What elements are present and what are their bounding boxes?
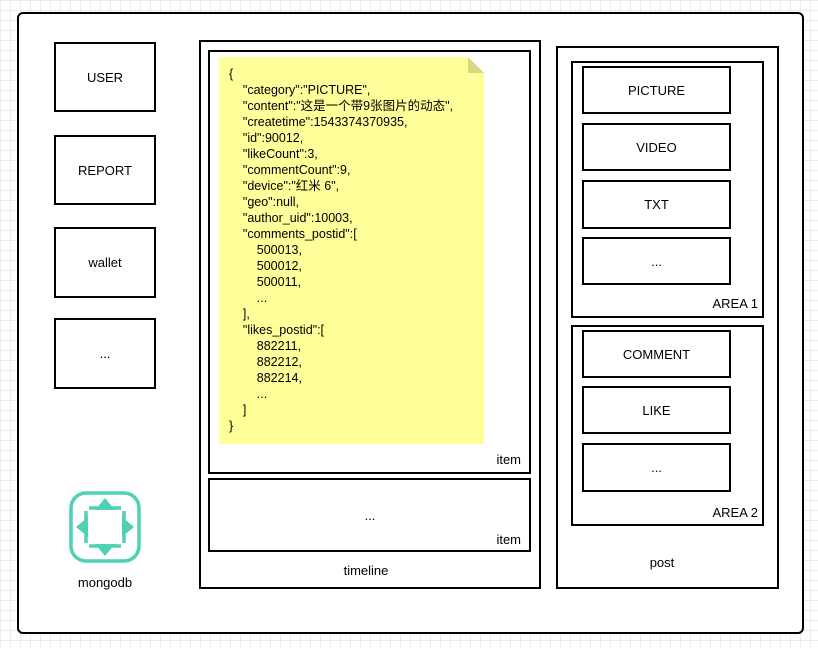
json-line: 882212,	[229, 355, 302, 369]
json-line: 882211,	[229, 339, 302, 353]
json-line: {	[229, 67, 234, 81]
area-1-item-more-label: ...	[651, 253, 662, 269]
json-line: ]	[229, 403, 247, 417]
json-line: "likeCount":3,	[229, 147, 318, 161]
json-line: 500011,	[229, 275, 302, 289]
json-line: ],	[229, 307, 250, 321]
area-2-item-more-label: ...	[651, 460, 662, 475]
area-2-item-more[interactable]: ...	[582, 443, 731, 492]
json-line: "content":"这是一个带9张图片的动态",	[229, 99, 454, 113]
timeline-label: timeline	[343, 563, 389, 578]
area-1-item-video-label: VIDEO	[636, 139, 677, 155]
json-line: "id":90012,	[229, 131, 304, 145]
json-line: "author_uid":10003,	[229, 211, 353, 225]
area-1-item-picture[interactable]: PICTURE	[582, 66, 731, 114]
wallet-box-label: wallet	[88, 255, 122, 270]
area-1-item-txt[interactable]: TXT	[582, 180, 731, 229]
json-line: }	[229, 419, 234, 433]
timeline-item-1-label: item	[496, 452, 521, 467]
json-line: "commentCount":9,	[229, 163, 351, 177]
json-line: ...	[229, 387, 268, 401]
area-1-item-more[interactable]: ...	[582, 237, 731, 285]
json-line: "createtime":1543374370935,	[229, 115, 408, 129]
timeline-item-2-content: ...	[364, 508, 376, 523]
area-2-label: AREA 2	[712, 505, 758, 520]
area-1-item-txt-label: TXT	[644, 197, 669, 212]
report-box-label: REPORT	[78, 162, 132, 178]
json-line: "geo":null,	[229, 195, 300, 209]
json-line: "category":"PICTURE",	[229, 83, 371, 97]
json-line: "comments_postid":[	[229, 227, 357, 241]
json-code-block: { "category":"PICTURE", "content":"这是一个带…	[229, 66, 453, 434]
json-note	[219, 57, 484, 444]
more-box-label: ...	[99, 346, 111, 361]
area-1-label: AREA 1	[712, 296, 758, 311]
timeline-item-2[interactable]	[208, 478, 531, 552]
report-box[interactable]: REPORT	[54, 135, 156, 205]
area-2-item-comment[interactable]: COMMENT	[582, 330, 731, 378]
json-line: ...	[229, 291, 268, 305]
mongodb-logo-icon	[69, 491, 141, 563]
timeline-item-2-label: item	[496, 532, 521, 547]
json-line: 500013,	[229, 243, 302, 257]
area-2-item-like-label: LIKE	[642, 402, 671, 418]
area-2-item-like[interactable]: LIKE	[582, 386, 731, 434]
json-line: "device":"红米 6",	[229, 179, 340, 193]
area-1-item-picture-label: PICTURE	[627, 82, 686, 98]
json-line: 500012,	[229, 259, 302, 273]
user-box[interactable]: USER	[54, 42, 156, 112]
json-line: 882214,	[229, 371, 302, 385]
post-label: post	[649, 555, 675, 570]
mongodb-label: mongodb	[77, 575, 133, 590]
area-2-item-comment-label: COMMENT	[622, 346, 691, 362]
more-box[interactable]: ...	[54, 318, 156, 389]
wallet-box[interactable]: wallet	[54, 227, 156, 298]
area-1-item-video[interactable]: VIDEO	[582, 123, 731, 171]
user-box-label: USER	[86, 69, 124, 85]
json-line: "likes_postid":[	[229, 323, 325, 337]
